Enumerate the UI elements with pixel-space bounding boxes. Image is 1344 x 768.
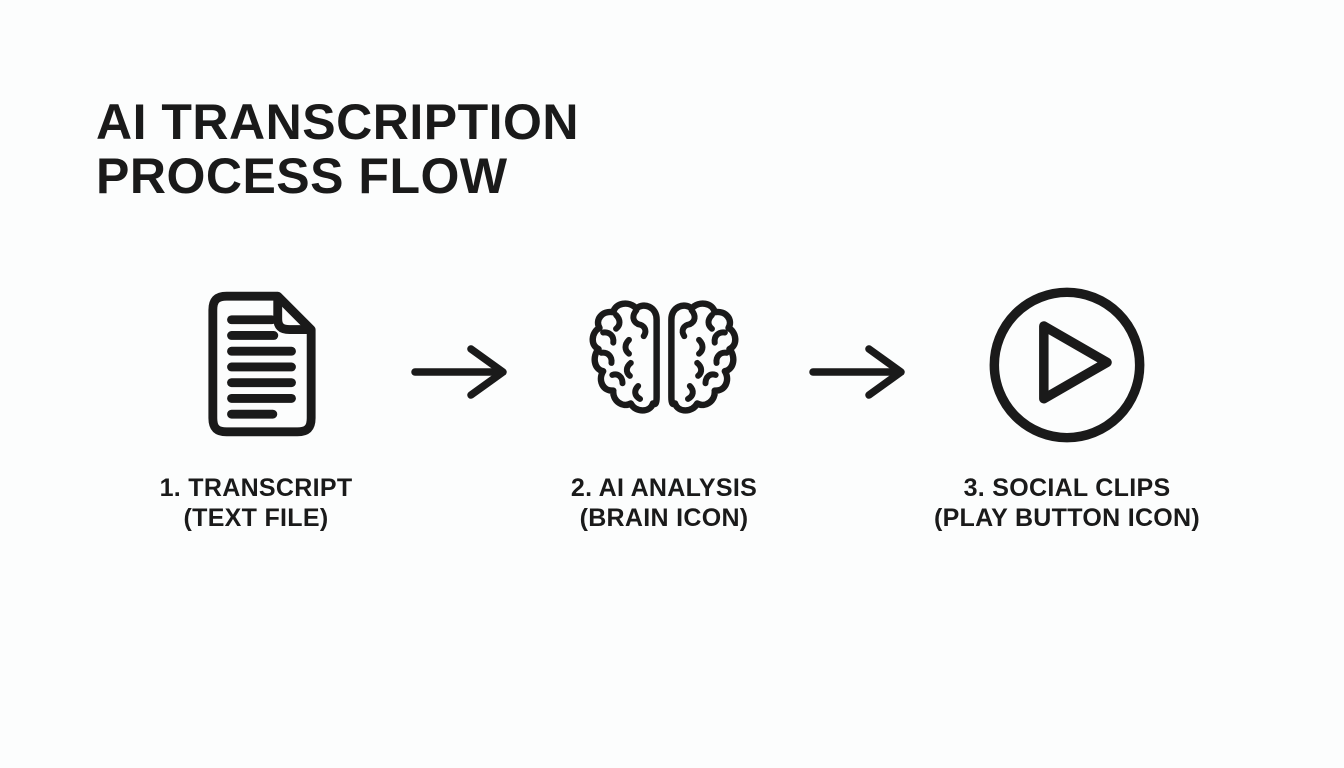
document-icon: [208, 291, 316, 437]
step-caption: 1. TRANSCRIPT (TEXT FILE): [160, 473, 353, 533]
step-caption-line-1: 1. TRANSCRIPT: [159, 474, 353, 502]
step-ai-analysis: 2. AI ANALYSIS (BRAIN ICON): [494, 284, 834, 533]
step-caption-line-2: (TEXT FILE): [183, 504, 329, 532]
brain-icon: [589, 300, 739, 414]
step-caption-line-1: 2. AI ANALYSIS: [570, 474, 758, 502]
step-caption-line-1: 3. SOCIAL CLIPS: [963, 474, 1171, 502]
step-icon-wrap: [988, 284, 1146, 473]
title-line-2: PROCESS FLOW: [96, 148, 508, 204]
page-title: AI TRANSCRIPTION PROCESS FLOW: [96, 95, 579, 203]
step-social-clips: 3. SOCIAL CLIPS (PLAY BUTTON ICON): [897, 284, 1237, 533]
step-icon-wrap: [191, 284, 321, 473]
step-caption-line-2: (BRAIN ICON): [579, 504, 749, 532]
step-caption: 2. AI ANALYSIS (BRAIN ICON): [571, 473, 757, 533]
step-caption: 3. SOCIAL CLIPS (PLAY BUTTON ICON): [934, 473, 1200, 533]
arrow-right-icon: [809, 345, 905, 399]
step-transcript: 1. TRANSCRIPT (TEXT FILE): [86, 284, 426, 533]
title-line-1: AI TRANSCRIPTION: [96, 94, 579, 150]
step-caption-line-2: (PLAY BUTTON ICON): [933, 504, 1201, 532]
play-button-icon: [989, 287, 1145, 443]
arrow-right-icon: [411, 345, 507, 399]
step-icon-wrap: [581, 284, 747, 473]
